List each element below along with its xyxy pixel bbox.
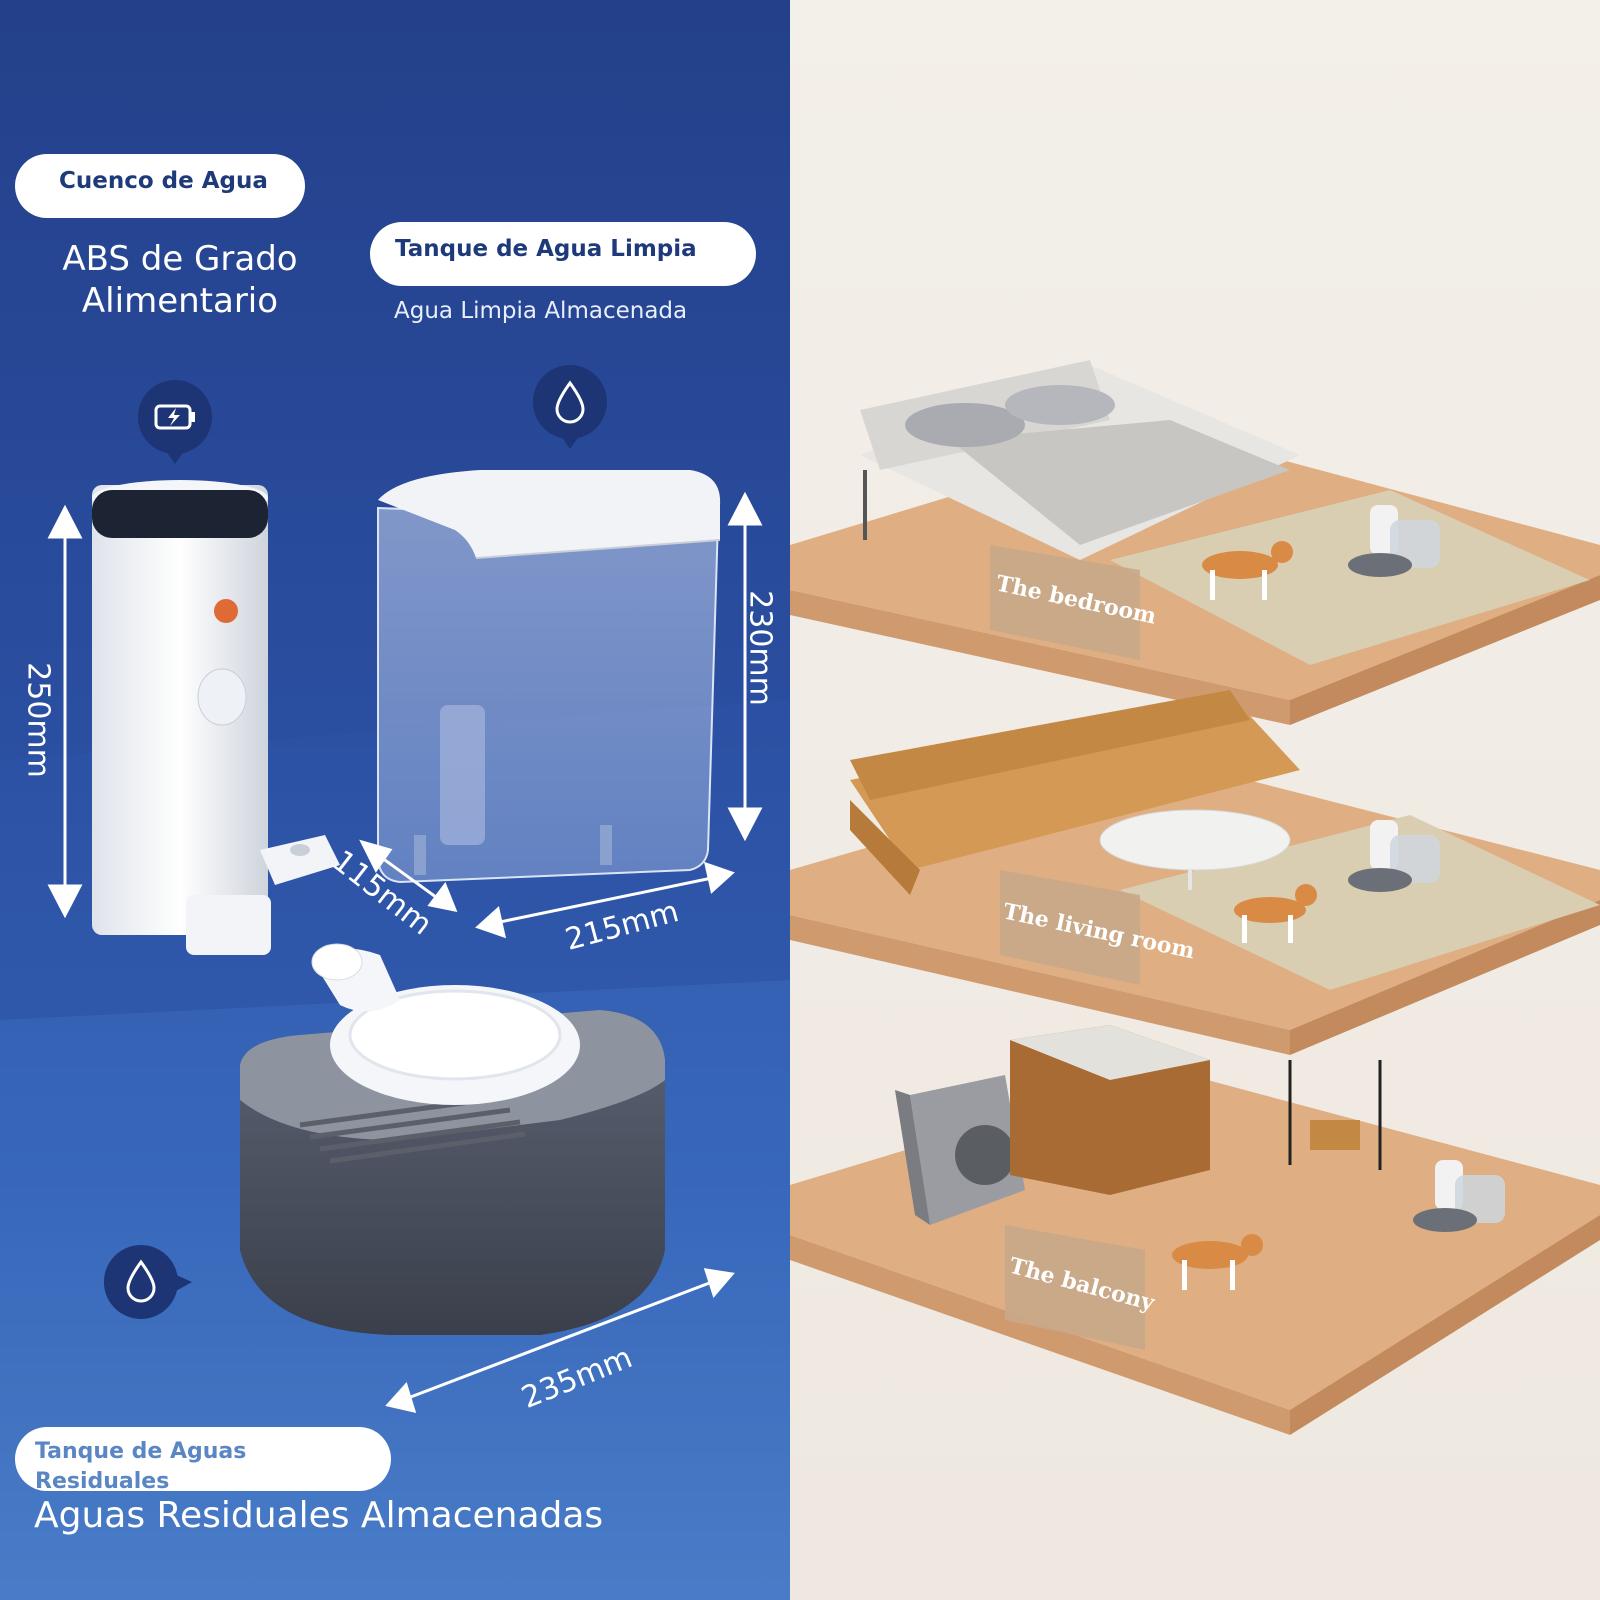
product-illustration — [0, 470, 790, 1600]
waste-tank-label-pill: Tanque de Aguas Residuales — [15, 1427, 391, 1494]
bowl-title: Cuenco de Agua — [59, 168, 268, 194]
dimension-height-tank: 230mm — [742, 590, 778, 706]
water-drop-icon — [533, 365, 607, 449]
balcony-scene: The balcony — [790, 1025, 1600, 1435]
clean-water-tank — [377, 470, 721, 884]
clean-tank-label-pill: Tanque de Agua Limpia — [370, 222, 756, 286]
dimension-arrows — [47, 491, 763, 1414]
living-room-scene: The living room — [790, 690, 1600, 1055]
room-illustrations: The bedroom — [790, 360, 1600, 1435]
bowl-label-pill: Cuenco de Agua — [15, 154, 305, 218]
room-scenes-panel: The bedroom — [790, 0, 1600, 1600]
product-dimension-panel: Cuenco de Agua ABS de Grado Alimentario … — [0, 0, 790, 1600]
waste-water-base — [240, 943, 665, 1335]
waste-tank-title: Tanque de Aguas Residuales — [35, 1439, 247, 1494]
battery-icon — [138, 380, 212, 464]
water-drop-icon — [104, 1245, 192, 1319]
bowl-caption: ABS de Grado Alimentario — [62, 239, 298, 321]
dispenser-unit — [92, 480, 340, 955]
dimension-height-dispenser: 250mm — [20, 662, 56, 778]
bedroom-scene: The bedroom — [790, 360, 1600, 725]
waste-tank-caption: Aguas Residuales Almacenadas — [34, 1495, 604, 1536]
clean-tank-title: Tanque de Agua Limpia — [395, 236, 697, 262]
clean-tank-caption: Agua Limpia Almacenada — [394, 298, 688, 324]
